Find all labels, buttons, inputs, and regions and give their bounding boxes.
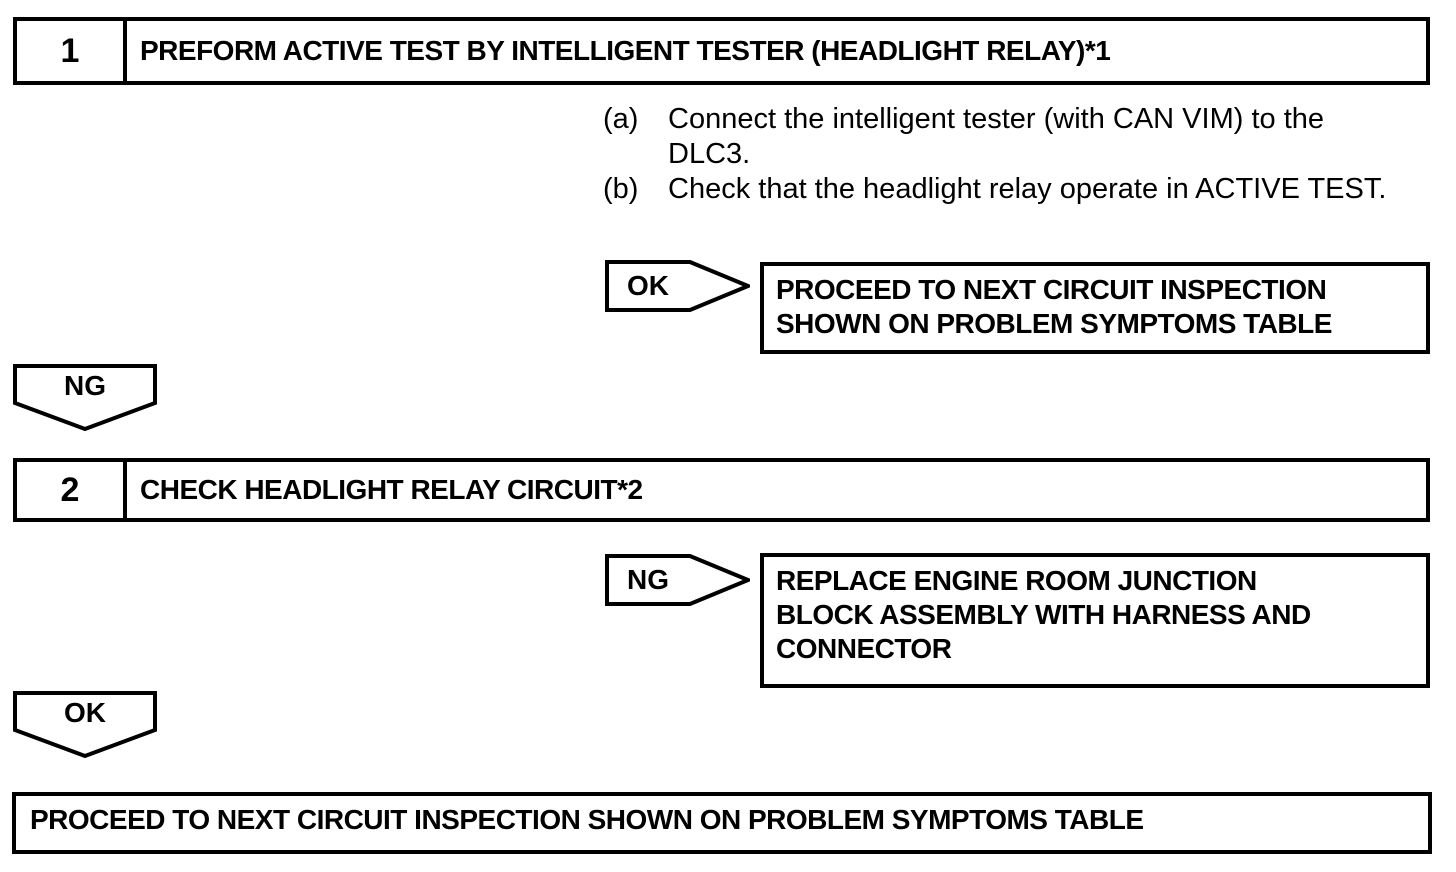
right-arrow-icon [605, 554, 750, 606]
instruction-a-label: (a) [603, 103, 639, 135]
step-2-title: CHECK HEADLIGHT RELAY CIRCUIT*2 [140, 474, 643, 505]
instruction-b-label: (b) [603, 173, 639, 205]
right-arrow-icon [605, 260, 750, 312]
ng-connector-step2-label: NG [627, 564, 669, 595]
instruction-item-a: (a) Connect the intelligent tester (with… [603, 102, 1451, 172]
step-1-title: PREFORM ACTIVE TEST BY INTELLIGENT TESTE… [140, 35, 1111, 66]
step-2-number: 2 [17, 462, 127, 518]
instruction-a-text: Connect the intelligent tester (with CAN… [668, 103, 1325, 170]
ok-connector-step1: OK [605, 260, 750, 312]
action-box-replace-step2: REPLACE ENGINE ROOM JUNCTION BLOCK ASSEM… [760, 553, 1430, 688]
action-box-proceed-step1: PROCEED TO NEXT CIRCUIT INSPECTION SHOWN… [760, 262, 1430, 354]
instruction-list: (a) Connect the intelligent tester (with… [603, 102, 1451, 207]
final-action-box: PROCEED TO NEXT CIRCUIT INSPECTION SHOWN… [12, 792, 1432, 854]
step-2-box: 2 CHECK HEADLIGHT RELAY CIRCUIT*2 [13, 458, 1430, 522]
step-1-number: 1 [17, 21, 127, 81]
step-1-box: 1 PREFORM ACTIVE TEST BY INTELLIGENT TES… [13, 17, 1430, 85]
down-pentagon-icon [13, 364, 157, 432]
ok-connector-down: OK [13, 691, 157, 759]
down-pentagon-icon [13, 691, 157, 759]
instruction-b-text: Check that the headlight relay operate i… [668, 173, 1387, 205]
ng-connector-down-label: NG [64, 370, 106, 401]
ok-connector-down-label: OK [64, 697, 106, 728]
ng-connector-down: NG [13, 364, 157, 432]
instruction-item-b: (b) Check that the headlight relay opera… [603, 172, 1451, 207]
ng-connector-step2: NG [605, 554, 750, 606]
ok-connector-step1-label: OK [627, 270, 669, 301]
